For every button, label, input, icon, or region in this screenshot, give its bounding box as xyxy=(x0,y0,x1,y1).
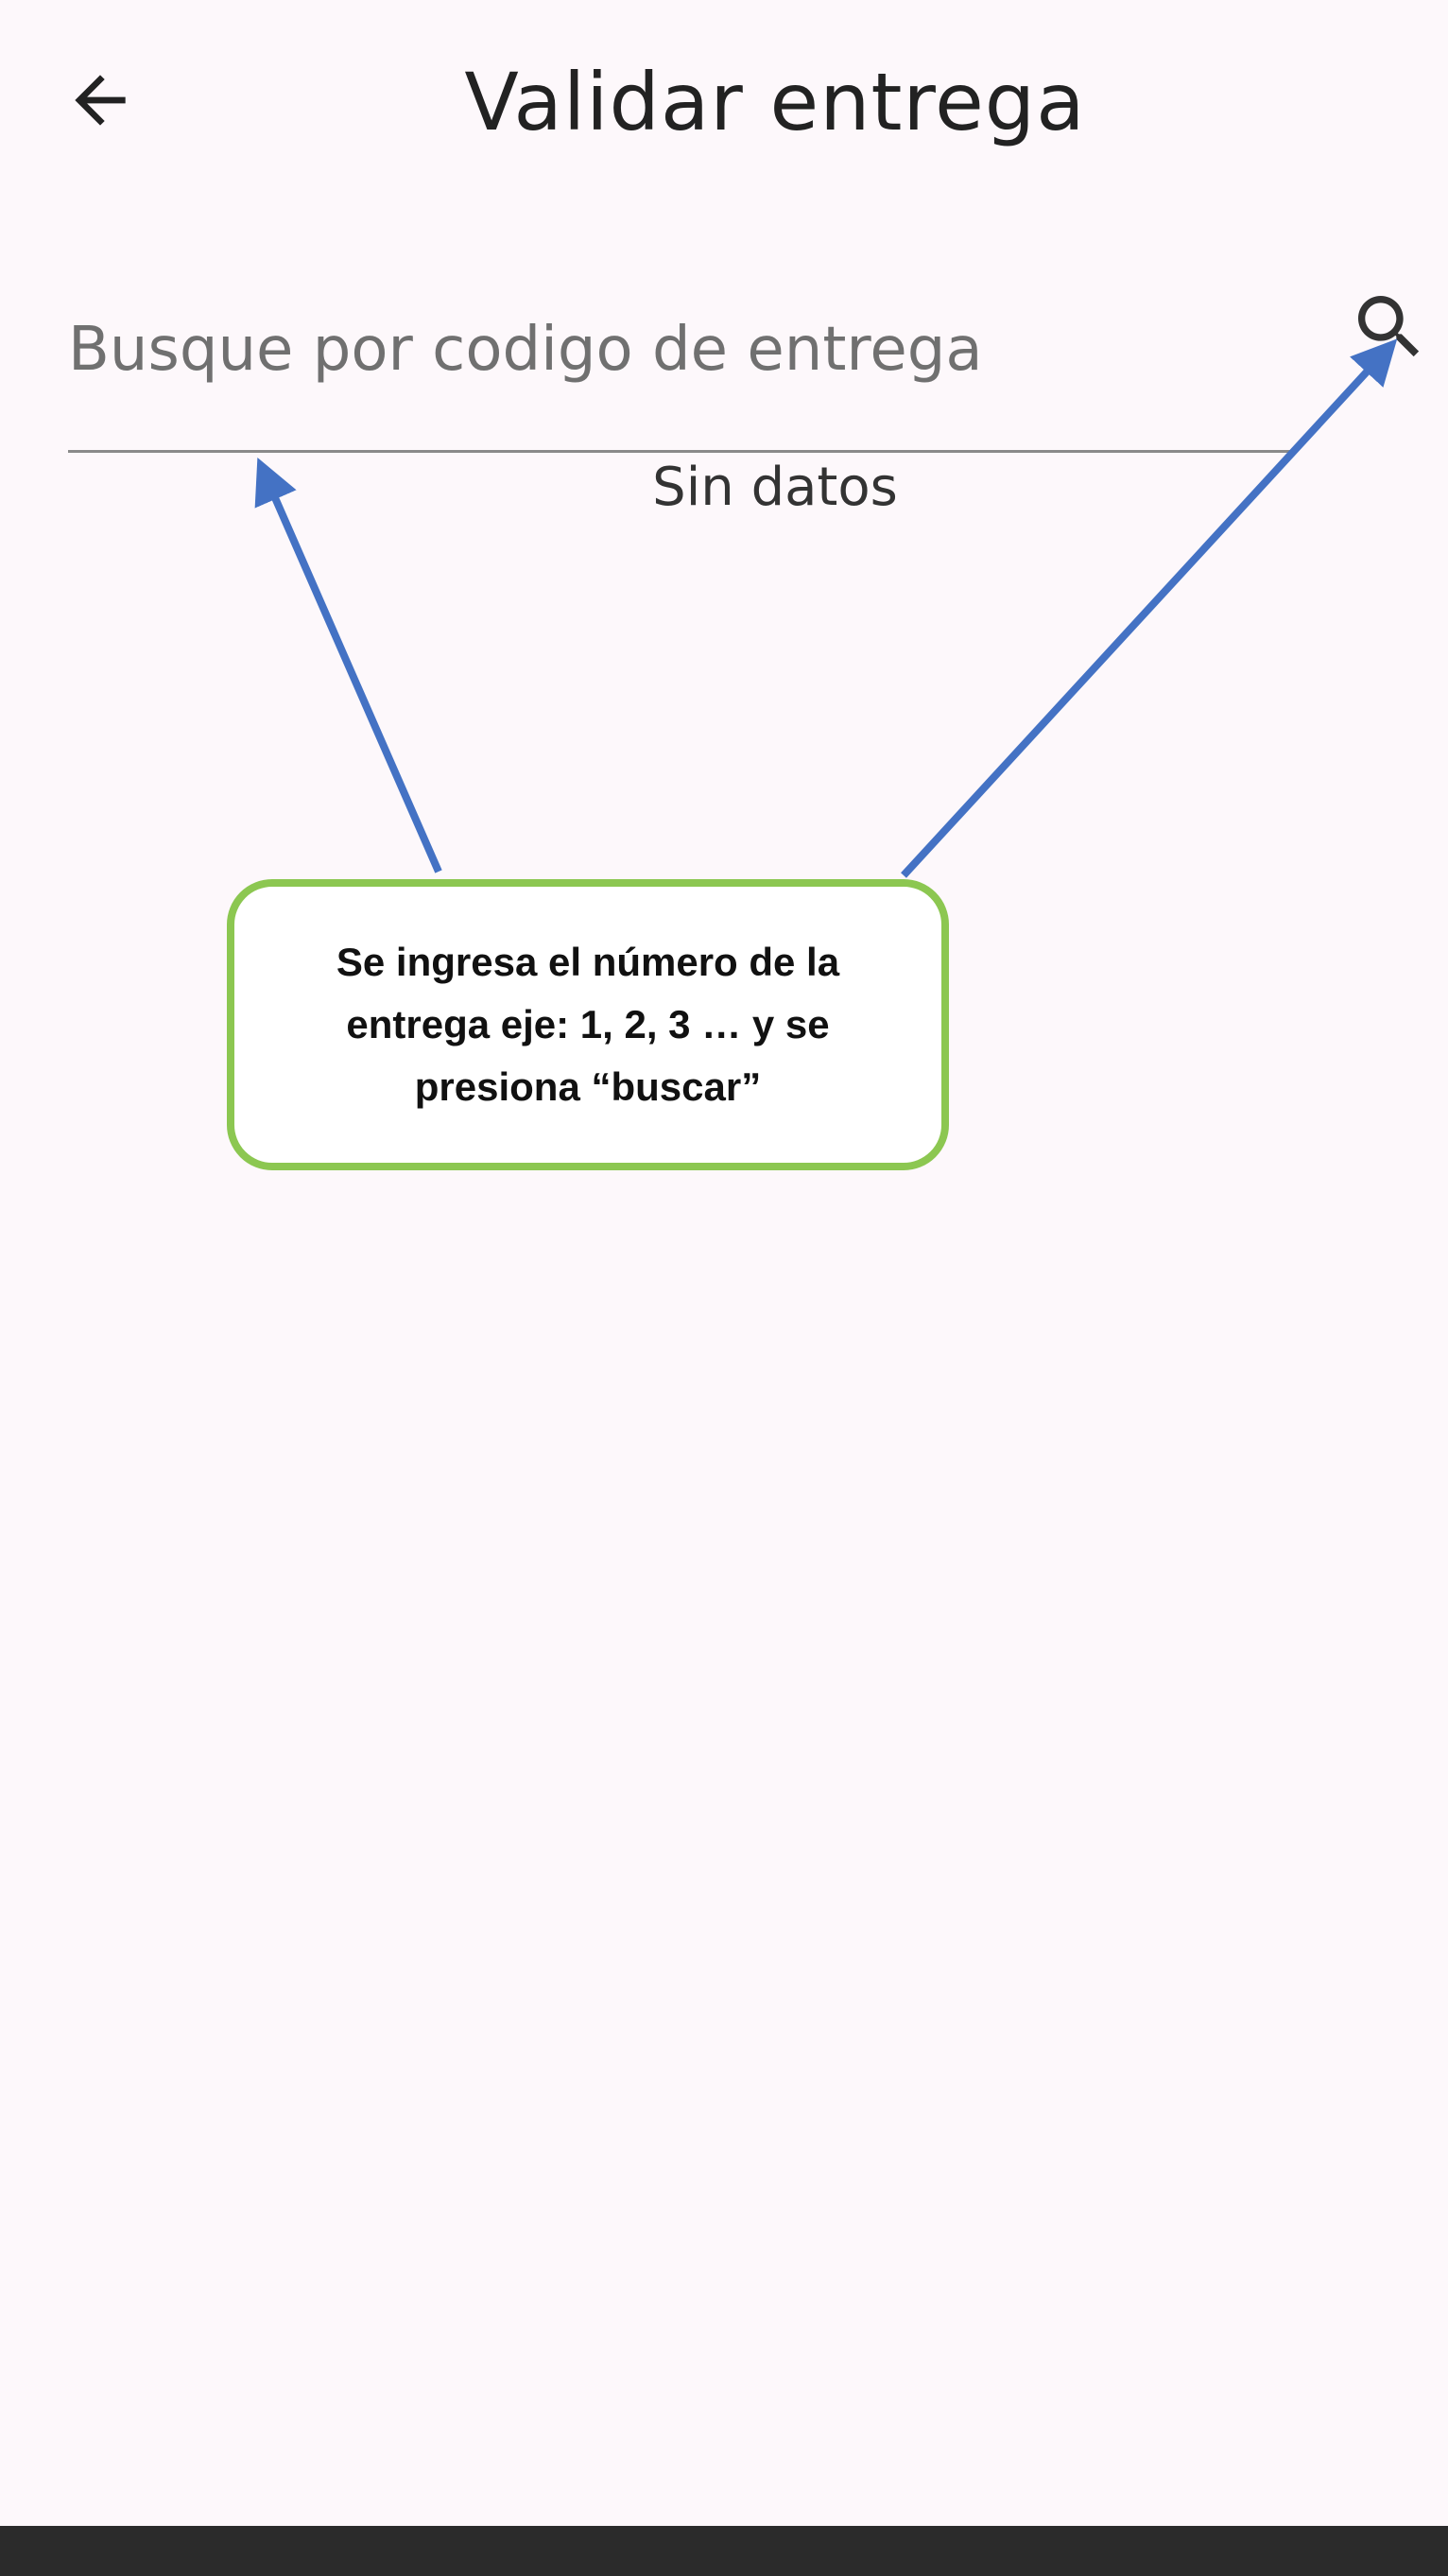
search-input[interactable] xyxy=(68,284,1278,416)
search-button[interactable] xyxy=(1342,280,1437,374)
annotation-callout-text: Se ingresa el número de la entrega eje: … xyxy=(336,940,840,1109)
search-icon xyxy=(1358,296,1420,357)
arrow-to-search-input xyxy=(254,458,442,873)
app-bar: Validar entrega xyxy=(0,0,1448,208)
page-title: Validar entrega xyxy=(464,56,1086,148)
search-field xyxy=(68,265,1297,453)
system-navigation-bar xyxy=(0,2526,1448,2576)
back-button[interactable] xyxy=(53,53,147,147)
arrow-left-icon xyxy=(75,75,126,126)
empty-state-text: Sin datos xyxy=(652,457,898,518)
annotation-callout: Se ingresa el número de la entrega eje: … xyxy=(227,879,949,1170)
